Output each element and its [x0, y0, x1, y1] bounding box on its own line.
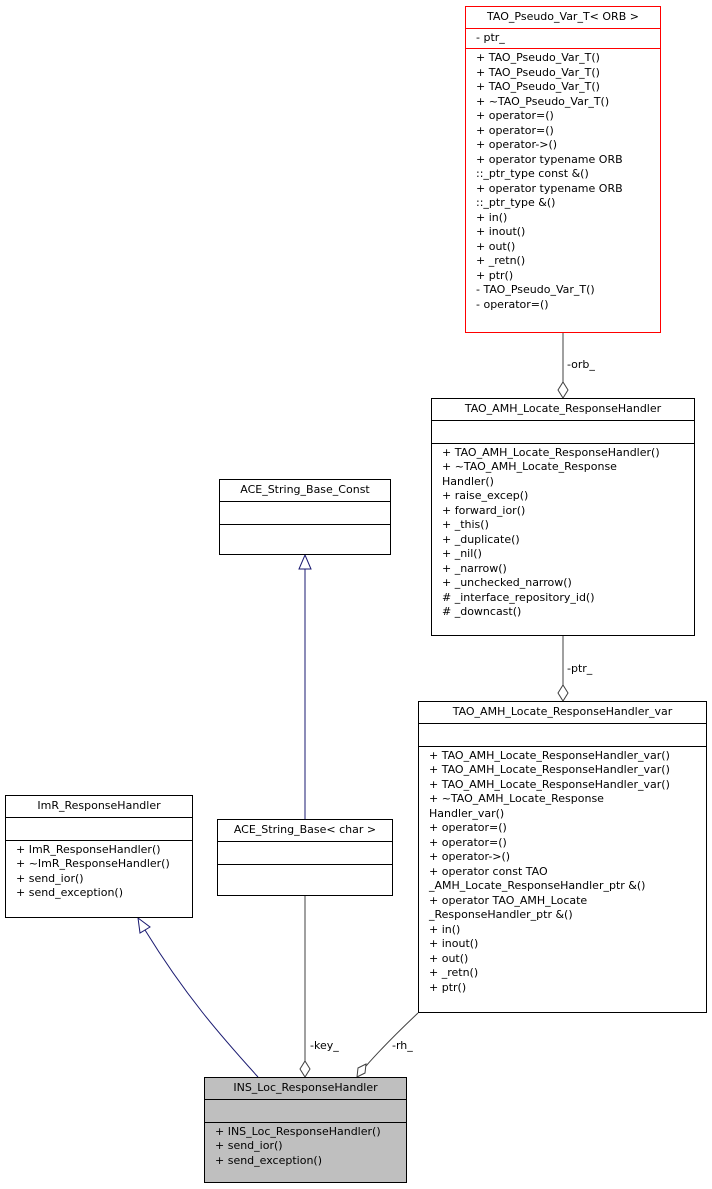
member-line: + send_exception()	[16, 886, 124, 899]
member-line: - TAO_Pseudo_Var_T()	[476, 283, 595, 296]
member-line: + _nil()	[442, 547, 482, 560]
diamond-rh	[356, 1063, 367, 1078]
member-line: # _interface_repository_id()	[442, 590, 595, 604]
member-line: + TAO_Pseudo_Var_T()	[476, 80, 600, 93]
member-line: + raise_excep()	[442, 489, 529, 502]
attributes-section	[432, 419, 694, 443]
class-name: TAO_AMH_Locate_ResponseHandler_var	[452, 705, 673, 718]
member-line: + inout()	[476, 225, 526, 238]
member-line: Handler_var()	[429, 806, 505, 820]
methods-section: + ImR_ResponseHandler()+ ~ImR_ResponseHa…	[6, 839, 192, 904]
member-line: + _duplicate()	[442, 532, 520, 546]
class-name: ImR_ResponseHandler	[37, 799, 161, 812]
member-line: + TAO_Pseudo_Var_T()	[476, 65, 600, 79]
edge-label-orb: -orb_	[567, 358, 595, 371]
member-line: + operator=()	[429, 835, 507, 849]
diamond-ptr	[557, 684, 569, 702]
member-line: + send_exception()	[215, 1153, 323, 1167]
member-line: + out()	[476, 239, 516, 253]
methods-section: + INS_Loc_ResponseHandler()+ send_ior()+…	[205, 1121, 406, 1172]
member-line: + TAO_AMH_Locate_ResponseHandler_var()	[429, 763, 670, 776]
edge-rh	[365, 1012, 419, 1067]
diamond-key	[299, 1060, 311, 1078]
methods-section: + TAO_Pseudo_Var_T()+ TAO_Pseudo_Var_T()…	[466, 48, 660, 315]
class-ace-string-base-const[interactable]: ACE_String_Base_Const	[219, 479, 391, 555]
class-ins-loc-responsehandler[interactable]: INS_Loc_ResponseHandler + INS_Loc_Respon…	[204, 1077, 407, 1183]
attributes-section	[419, 722, 706, 746]
member-line: Handler()	[442, 474, 494, 488]
member-line: + operator typename ORB	[476, 181, 623, 195]
methods-section: + TAO_AMH_Locate_ResponseHandler()+ ~TAO…	[432, 442, 694, 623]
class-name: TAO_Pseudo_Var_T< ORB >	[487, 10, 639, 23]
arrow-inherit-imr	[137, 916, 151, 934]
member-line: - ptr_	[476, 30, 505, 44]
class-tao-amh-locate-responsehandler-var[interactable]: TAO_AMH_Locate_ResponseHandler_var + TAO…	[418, 701, 707, 1013]
class-imr-responsehandler[interactable]: ImR_ResponseHandler + ImR_ResponseHandle…	[5, 795, 193, 918]
member-line: - operator=()	[476, 297, 549, 311]
member-line: + _narrow()	[442, 561, 507, 575]
member-line: + ~TAO_Pseudo_Var_T()	[476, 94, 610, 108]
member-line: + operator=()	[476, 123, 554, 137]
member-line: + operator const TAO	[429, 864, 548, 878]
member-line: # _downcast()	[442, 605, 522, 618]
arrow-inherit-string	[298, 553, 312, 570]
diamond-orb	[557, 381, 569, 399]
attributes-section: - ptr_	[466, 27, 660, 49]
member-line: + TAO_Pseudo_Var_T()	[476, 51, 600, 64]
methods-section	[218, 863, 392, 887]
edge-inherit-imr	[144, 929, 259, 1078]
member-line: _AMH_Locate_ResponseHandler_ptr &()	[429, 879, 646, 892]
member-line: + TAO_AMH_Locate_ResponseHandler_var()	[429, 748, 670, 762]
methods-section	[220, 523, 390, 547]
class-name: ACE_String_Base< char >	[233, 823, 377, 836]
member-line: + TAO_AMH_Locate_ResponseHandler()	[442, 445, 660, 459]
member-line: _ResponseHandler_ptr &()	[429, 908, 573, 921]
member-line: + send_ior()	[16, 871, 84, 885]
edge-label-ptr: -ptr_	[567, 662, 593, 675]
member-line: + operator->()	[476, 138, 558, 151]
attributes-section	[205, 1098, 406, 1122]
member-line: + operator->()	[429, 850, 511, 863]
member-line: + ~ImR_ResponseHandler()	[16, 857, 170, 870]
member-line: + _retn()	[429, 966, 479, 979]
member-line: + _this()	[442, 518, 489, 531]
member-line: + in()	[476, 210, 508, 224]
class-ace-string-base-char[interactable]: ACE_String_Base< char >	[217, 819, 393, 896]
attributes-section	[220, 500, 390, 524]
member-line: + ptr()	[429, 980, 467, 994]
member-line: + ~TAO_AMH_Locate_Response	[442, 460, 617, 473]
class-name: INS_Loc_ResponseHandler	[233, 1081, 378, 1094]
member-line: + _unchecked_narrow()	[442, 576, 572, 589]
member-line: + out()	[429, 951, 469, 965]
member-line: + INS_Loc_ResponseHandler()	[215, 1124, 381, 1138]
member-line: + operator typename ORB	[476, 152, 623, 166]
member-line: + ~TAO_AMH_Locate_Response	[429, 792, 604, 805]
member-line: + inout()	[429, 937, 479, 950]
edge-label-rh: -rh_	[392, 1039, 413, 1052]
methods-section: + TAO_AMH_Locate_ResponseHandler_var()+ …	[419, 745, 706, 999]
edge-label-key: -key_	[310, 1039, 339, 1052]
member-line: + operator=()	[429, 821, 507, 834]
member-line: + TAO_AMH_Locate_ResponseHandler_var()	[429, 777, 670, 791]
member-line: + operator=()	[476, 109, 554, 122]
member-line: + send_ior()	[215, 1139, 283, 1152]
attributes-section	[6, 816, 192, 840]
member-line: + forward_ior()	[442, 503, 526, 517]
class-tao-amh-locate-responsehandler[interactable]: TAO_AMH_Locate_ResponseHandler + TAO_AMH…	[431, 398, 695, 636]
member-line: + operator TAO_AMH_Locate	[429, 893, 588, 907]
member-line: + ptr()	[476, 268, 514, 282]
class-tao-pseudo-var-t[interactable]: TAO_Pseudo_Var_T< ORB > - ptr_ + TAO_Pse…	[465, 6, 661, 333]
member-line: ::_ptr_type &()	[476, 196, 556, 209]
member-line: + ImR_ResponseHandler()	[16, 842, 161, 856]
attributes-section	[218, 840, 392, 864]
class-name: TAO_AMH_Locate_ResponseHandler	[464, 402, 662, 415]
member-line: + _retn()	[476, 254, 526, 267]
member-line: + in()	[429, 922, 461, 936]
member-line: ::_ptr_type const &()	[476, 167, 589, 180]
class-name: ACE_String_Base_Const	[240, 483, 370, 496]
